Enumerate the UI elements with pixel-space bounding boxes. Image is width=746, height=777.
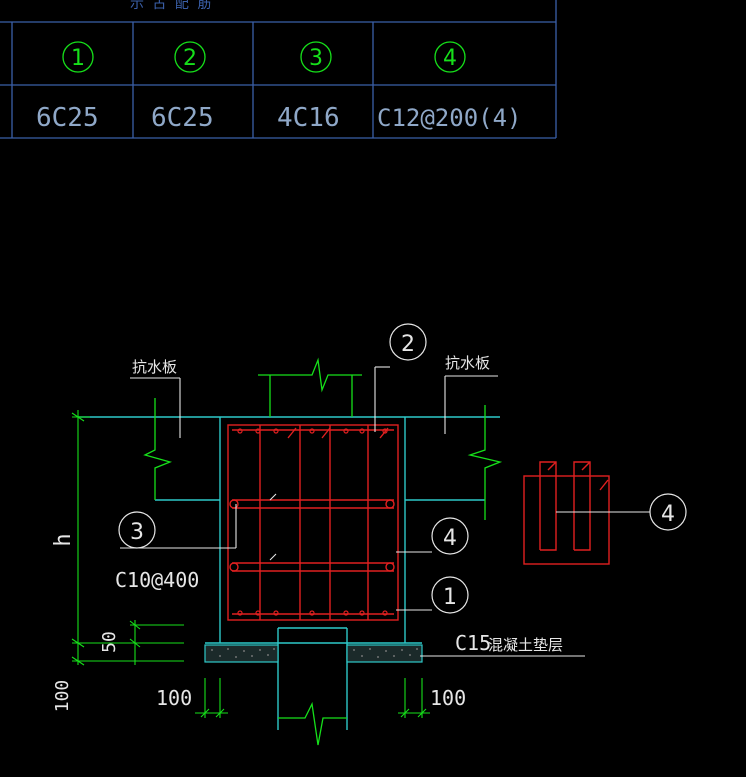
table-mark-4: 4 — [443, 46, 457, 71]
table-value-1: 6C25 — [36, 103, 99, 133]
callout-1: 1 — [443, 585, 457, 610]
dimension-lines — [71, 410, 430, 718]
cushion-label-grade: C15 — [455, 631, 491, 655]
table-value-4: C12@200(4) — [377, 104, 522, 132]
dim-100-left: 100 — [156, 686, 192, 710]
cushion-layer — [204, 644, 423, 663]
table-value-2: 6C25 — [151, 103, 214, 133]
mark-circle — [62, 41, 94, 73]
table-mark-1: 1 — [71, 46, 85, 71]
cushion-label-text: 混凝土垫层 — [488, 636, 563, 654]
mark-circle — [434, 41, 466, 73]
callout-circle — [649, 493, 687, 531]
mark-circle — [174, 41, 206, 73]
height-label: h — [51, 533, 76, 546]
anti-water-board-right: 抗水板 — [445, 354, 490, 372]
callout-2: 2 — [401, 332, 415, 357]
dim-100-vertical: 100 — [52, 680, 73, 713]
callout-circle — [431, 576, 469, 614]
rebar-table — [0, 0, 557, 139]
callout-3: 3 — [130, 520, 144, 545]
table-value-3: 4C16 — [277, 103, 340, 133]
table-mark-3: 3 — [309, 46, 323, 71]
table-mark-row: 1 2 3 4 — [62, 41, 466, 73]
anti-water-board-left: 抗水板 — [132, 358, 177, 376]
callout-4: 4 — [443, 526, 457, 551]
mark-circle — [300, 41, 332, 73]
callout-circle — [118, 511, 156, 549]
callout-circle — [431, 517, 469, 555]
leader-lines — [120, 366, 650, 657]
table-header-partial: 示 古 配 筋 — [130, 0, 211, 12]
stirrup-note: C10@400 — [115, 568, 199, 592]
concrete-outline — [78, 416, 500, 730]
dim-50: 50 — [99, 631, 120, 653]
callout-4-side: 4 — [661, 502, 675, 527]
callout-circle — [389, 323, 427, 361]
stirrup-detail — [523, 461, 610, 565]
dim-100-right: 100 — [430, 686, 466, 710]
table-value-row: 6C25 6C25 4C16 C12@200(4) — [36, 103, 522, 133]
reinforcement-cage — [227, 424, 399, 621]
callouts: 2 3 4 1 4 — [118, 323, 687, 614]
table-mark-2: 2 — [183, 46, 197, 71]
break-lines — [143, 357, 503, 746]
